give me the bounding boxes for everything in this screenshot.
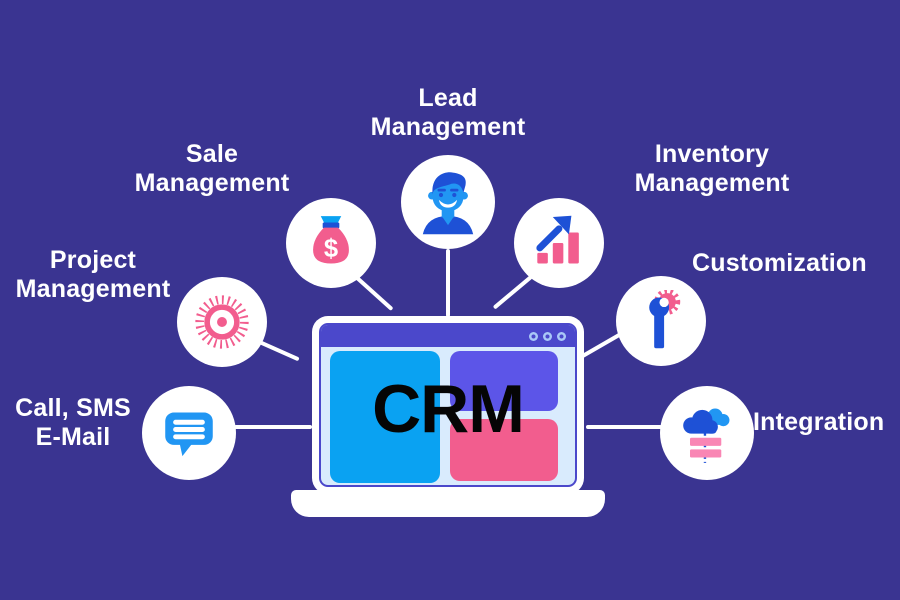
screen-panel-purple <box>450 351 558 411</box>
crm-title: CRM <box>372 371 525 447</box>
chat-bubble-icon <box>165 412 213 457</box>
label-line: Project <box>49 246 137 274</box>
label-line: Management <box>134 168 290 197</box>
connector-sale <box>353 274 394 311</box>
label-line: Customization <box>692 249 867 277</box>
label-line: Inventory <box>654 140 770 168</box>
window-control-icon <box>543 331 552 341</box>
window-control-icon <box>557 331 566 341</box>
connector-lead <box>446 249 450 317</box>
label-line: Management <box>370 112 526 141</box>
person-icon <box>422 172 474 235</box>
label-inventory-management: Inventory Management <box>602 140 822 198</box>
node-integration <box>660 386 754 480</box>
label-call-sms-email: Call, SMS E-Mail <box>8 394 138 452</box>
label-line: Management <box>15 274 171 303</box>
screen-panel-pink <box>450 419 558 481</box>
label-line: Management <box>634 168 790 197</box>
node-call-sms-email <box>142 386 236 480</box>
node-project-management <box>177 277 267 367</box>
label-integration: Integration <box>753 408 898 437</box>
growth-chart-icon <box>536 215 579 264</box>
node-sale-management: $ <box>286 198 376 288</box>
browser-window <box>319 323 577 487</box>
label-sale-management: Sale Management <box>112 140 312 198</box>
connector-inventory <box>492 274 533 310</box>
laptop-screen <box>312 316 584 494</box>
laptop-base <box>291 490 605 517</box>
connector-integration <box>586 425 662 429</box>
connector-call <box>234 425 312 429</box>
label-line: Call, SMS <box>15 394 131 422</box>
window-control-icon <box>529 331 538 341</box>
node-customization <box>616 276 706 366</box>
node-inventory-management <box>514 198 604 288</box>
screen-panel-cyan <box>330 351 440 483</box>
label-line: Lead <box>418 84 478 112</box>
gear-icon <box>195 295 249 349</box>
label-line: Integration <box>753 408 885 436</box>
svg-text:$: $ <box>324 235 338 263</box>
label-lead-management: Lead Management <box>338 84 558 142</box>
wrench-gear-icon <box>649 290 681 349</box>
node-lead-management <box>401 155 495 249</box>
label-customization: Customization <box>692 249 892 278</box>
window-titlebar <box>321 325 575 347</box>
label-project-management: Project Management <box>3 246 183 304</box>
money-bag-icon: $ <box>313 216 349 264</box>
cloud-sync-icon <box>683 408 730 463</box>
label-line: Sale <box>185 140 239 168</box>
label-line: E-Mail <box>35 422 111 451</box>
